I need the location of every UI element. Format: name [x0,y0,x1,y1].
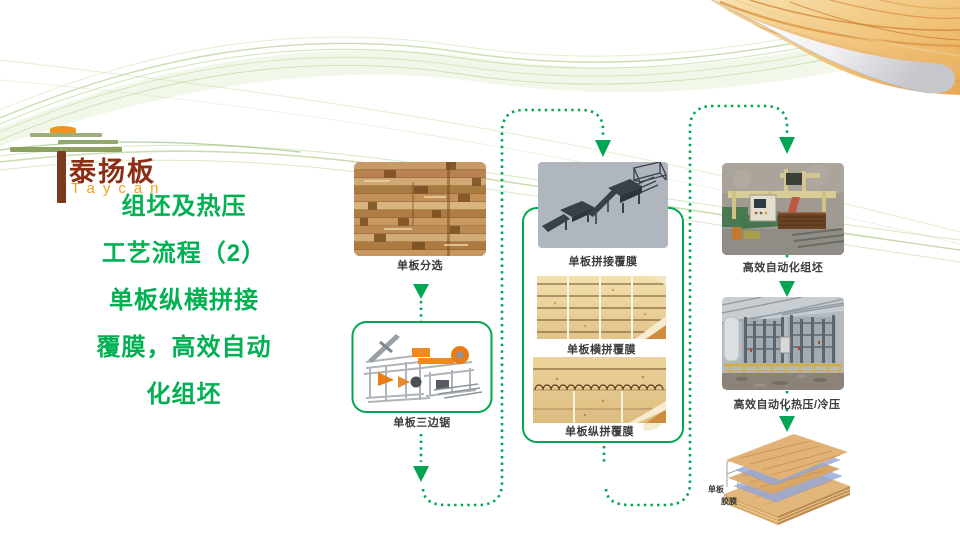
title-line: 工艺流程（2） [101,240,267,267]
step-label-veneer-sorting: 单板分选 [397,260,443,272]
veneer-layer-label: 单板 [708,485,724,494]
page-title: 组坯及热压 工艺流程（2） 单板纵横拼接 覆膜，高效自动 化组坯 [38,183,330,418]
logo-branch-icon [30,133,102,137]
brand-name-en: Taycan [71,180,167,197]
step-label-edge-saw: 单板三边锯 [393,417,451,429]
press-machine-image [722,297,844,390]
step-label-splicing: 单板拼接覆膜 [568,256,638,268]
glue-film-label: 胶膜 [721,497,737,506]
logo-branch-icon [58,140,118,144]
logo-branch-icon [10,147,122,152]
step-label-press: 高效自动化热压/冷压 [733,399,841,411]
logo-canopy-icon [50,126,76,133]
title-line: 覆膜，高效自动 [96,334,272,361]
cross-joint-sheet-image [537,276,666,339]
page-curl-decoration [710,0,960,95]
edge-saw-machine-image [360,328,484,406]
logo-trunk-icon [57,151,66,203]
layup-machine-image [722,163,844,255]
title-line: 单板纵横拼接 [109,287,259,314]
title-line: 组坯及热压 [121,193,247,220]
long-joint-sheet-image [533,357,666,423]
splicing-line-image [538,162,668,248]
veneer-sorting-image [354,162,486,256]
step-label-long-joint: 单板纵拼覆膜 [565,426,634,438]
step-label-cross-joint: 单板横拼覆膜 [567,344,636,356]
step-label-layup: 高效自动化组坯 [742,262,824,274]
plywood-layers-diagram [690,430,860,530]
logo: 泰扬板 Taycan [0,60,220,203]
brand-name-cn: 泰扬板 [69,157,156,187]
title-line: 化组坯 [146,381,222,408]
